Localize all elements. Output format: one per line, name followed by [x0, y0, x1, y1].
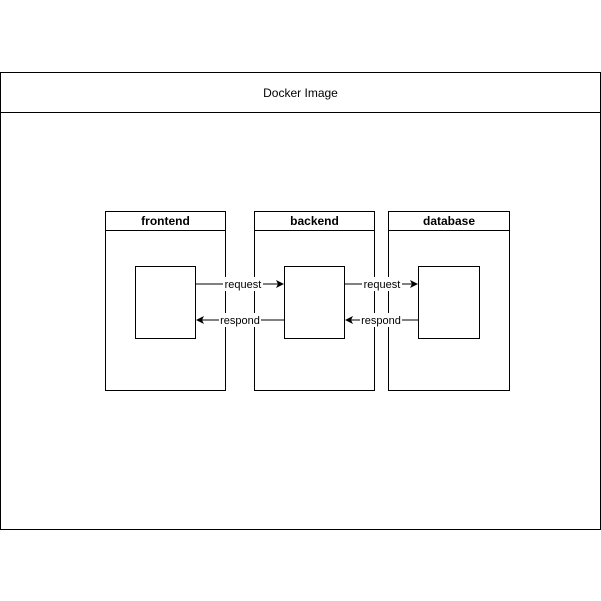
edge-label-request-1: request [225, 279, 262, 291]
edge-label-respond-2: respond [361, 315, 401, 327]
database-title: database [389, 212, 509, 231]
edge-database-to-backend-respond: respond [345, 313, 418, 327]
backend-title: backend [255, 212, 374, 231]
edge-label-request-2: request [364, 279, 401, 291]
backend-node [284, 266, 345, 339]
database-node [418, 266, 480, 339]
edge-frontend-to-backend-request: request [196, 277, 284, 291]
docker-image-title: Docker Image [1, 73, 600, 113]
edge-label-respond-1: respond [220, 315, 260, 327]
frontend-title: frontend [106, 212, 225, 231]
edge-backend-to-frontend-respond: respond [196, 313, 284, 327]
edge-backend-to-database-request: request [345, 277, 418, 291]
frontend-node [135, 266, 196, 339]
